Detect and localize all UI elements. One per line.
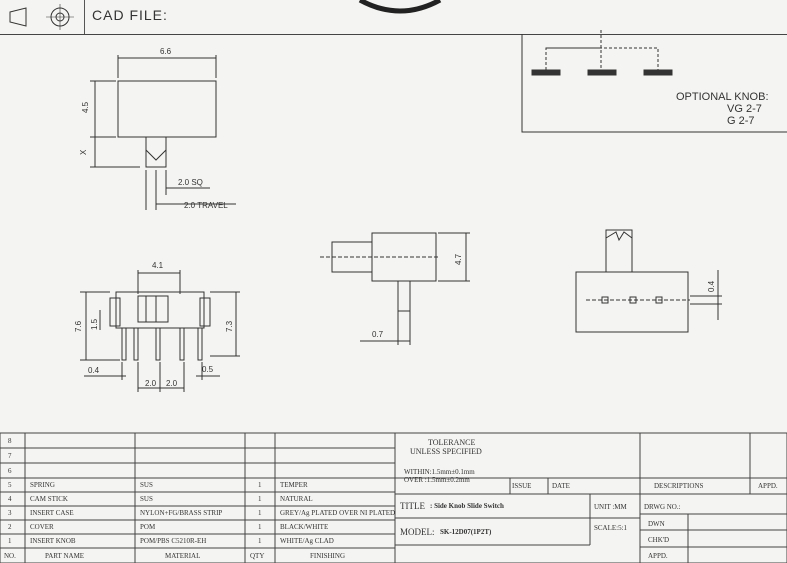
- dim-pin-left: 0.4: [88, 366, 100, 375]
- dim-pin-right: 0.5: [202, 365, 214, 374]
- header-separator: [84, 0, 85, 34]
- dim-pitch-1: 2.0: [145, 379, 157, 388]
- dim-sq: 2.0 SQ: [178, 178, 203, 187]
- parts-cell-part: CAM STICK: [30, 495, 68, 503]
- appd-label: APPD.: [648, 552, 668, 560]
- parts-cell-part: SPRING: [30, 481, 55, 489]
- dim-height-left-b: 1.5: [90, 318, 99, 330]
- model-label: MODEL:: [400, 527, 435, 537]
- optional-knob-title: OPTIONAL KNOB:: [676, 91, 769, 103]
- issue-label: ISSUE: [512, 482, 532, 490]
- tolerance-over: OVER :1.5mm±0.2mm: [404, 476, 470, 484]
- parts-cell-qty: 1: [258, 537, 262, 545]
- optional-knob-line2: G 2-7: [727, 115, 755, 127]
- parts-cell-qty: 1: [258, 495, 262, 503]
- dim-x-label: X: [79, 149, 88, 155]
- parts-cell-no: 5: [8, 481, 12, 489]
- scale-label: SCALE:5:1: [594, 524, 628, 532]
- header-part-name: PART NAME: [45, 552, 85, 560]
- parts-cell-no: 3: [8, 509, 12, 517]
- tolerance-title: TOLERANCE: [428, 438, 476, 447]
- dwn-label: DWN: [648, 520, 665, 528]
- parts-cell-finish: BLACK/WHITE: [280, 523, 329, 531]
- parts-cell-no: 8: [8, 437, 12, 445]
- header-material: MATERIAL: [165, 552, 201, 560]
- dim-side-height: 4.7: [454, 253, 463, 265]
- tolerance-within: WITHIN:1.5mm±0.1mm: [404, 468, 475, 476]
- header-logo-arc: [340, 0, 460, 25]
- header-no: NO.: [4, 552, 16, 560]
- parts-cell-part: COVER: [30, 523, 54, 531]
- parts-cell-finish: NATURAL: [280, 495, 313, 503]
- dim-width-top: 6.6: [160, 47, 172, 56]
- parts-cell-part: INSERT KNOB: [30, 537, 76, 545]
- header-finishing: FINISHING: [310, 552, 345, 560]
- dim-pin-width: 0.7: [372, 330, 384, 339]
- chkd-label: CHK'D: [648, 536, 670, 544]
- tolerance-subtitle: UNLESS SPECIFIED: [410, 447, 482, 456]
- parts-cell-qty: 1: [258, 509, 262, 517]
- parts-cell-qty: 1: [258, 523, 262, 531]
- parts-cell-material: POM: [140, 523, 156, 531]
- drawing-header: [0, 0, 787, 35]
- parts-cell-no: 6: [8, 467, 12, 475]
- parts-cell-finish: GREY/Ag PLATED OVER NI PLATED: [280, 509, 396, 517]
- parts-cell-part: INSERT CASE: [30, 509, 74, 517]
- parts-cell-material: SUS: [140, 495, 153, 503]
- appd-top-label: APPD.: [758, 482, 778, 490]
- dim-height-right: 7.3: [225, 320, 234, 332]
- dim-travel: 2.0 TRAVEL: [184, 201, 228, 210]
- drwg-no-label: DRWG NO.:: [644, 503, 681, 511]
- title-label: TITLE: [400, 501, 425, 511]
- dim-right: 0.4: [707, 280, 716, 292]
- dim-inner-width: 4.1: [152, 261, 164, 270]
- parts-cell-material: NYLON+FG/BRASS STRIP: [140, 509, 223, 517]
- parts-cell-no: 1: [8, 537, 12, 545]
- unit-label: UNIT :MM: [594, 503, 627, 511]
- descriptions-label: DESCRIPTIONS: [654, 482, 704, 490]
- dim-pitch-2: 2.0: [166, 379, 178, 388]
- parts-cell-finish: WHITE/Ag CLAD: [280, 537, 334, 545]
- projection-symbol-icon: [4, 2, 82, 37]
- header-qty: QTY: [250, 552, 265, 560]
- dim-height-left: 4.5: [81, 101, 90, 113]
- model-value: SK-12D07(1P2T): [440, 528, 492, 536]
- parts-cell-finish: TEMPER: [280, 481, 308, 489]
- parts-cell-qty: 1: [258, 481, 262, 489]
- cad-file-label: CAD FILE:: [92, 7, 168, 23]
- optional-knob-line1: VG 2-7: [727, 103, 762, 115]
- parts-cell-no: 7: [8, 452, 12, 460]
- dim-height-left-a: 7.6: [74, 320, 83, 332]
- date-label: DATE: [552, 482, 570, 490]
- parts-cell-no: 2: [8, 523, 12, 531]
- parts-cell-material: POM/PBS C5210R-EH: [140, 537, 207, 545]
- title-value: : Side Knob Slide Switch: [430, 502, 504, 510]
- parts-cell-no: 4: [8, 495, 12, 503]
- parts-cell-material: SUS: [140, 481, 153, 489]
